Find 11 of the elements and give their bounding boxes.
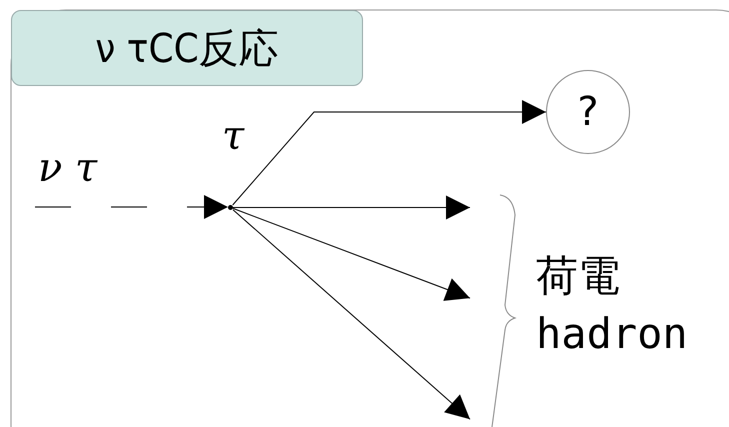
arrow [232,209,470,420]
arrow [232,196,470,220]
vertex-dot [228,205,233,210]
particle-label: 荷電 hadron [536,250,689,360]
question-mark: ? [577,89,599,135]
arrow [232,208,470,301]
arrow [34,195,228,219]
unknown-circle [546,70,630,154]
title-tab [11,10,363,86]
arrow [232,100,546,206]
title-text: ν τCC反応 [95,24,279,74]
